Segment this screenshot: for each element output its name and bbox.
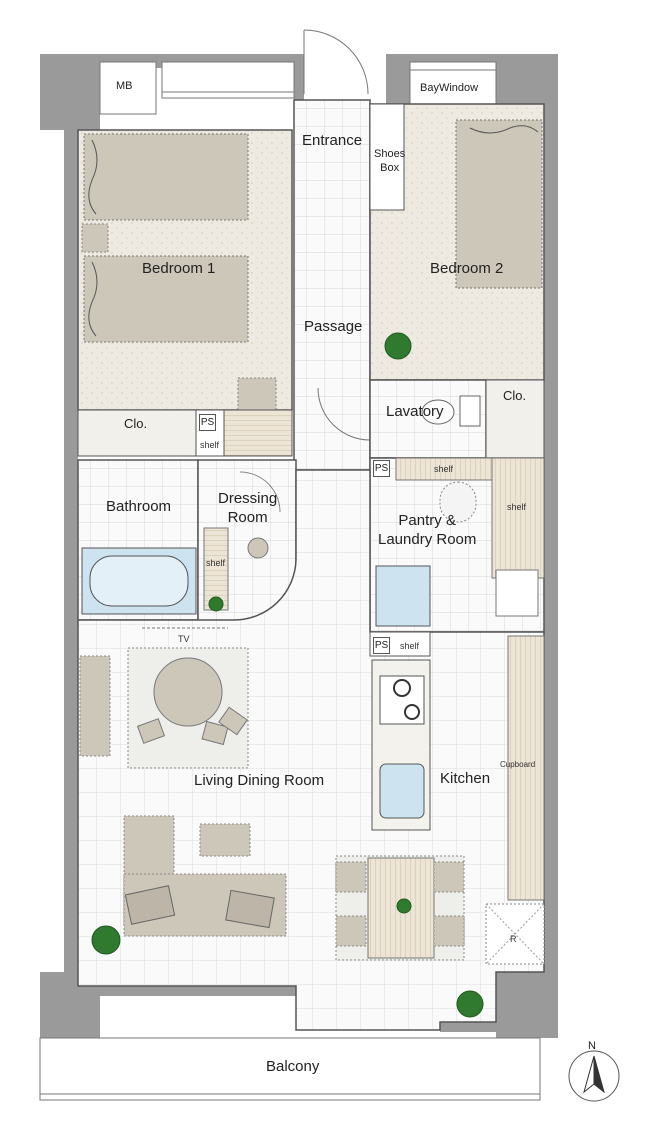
- north-label: N: [588, 1040, 596, 1052]
- bedroom-1: [77, 129, 293, 413]
- shelf-top-label: shelf: [434, 464, 454, 474]
- shoes-box-label: Shoes Box: [374, 148, 406, 174]
- bathroom: [77, 459, 199, 621]
- ps-box: PS: [373, 637, 390, 654]
- closet-left-label: Clo.: [124, 416, 148, 431]
- closet-left: [77, 409, 197, 457]
- bedroom-1-label: Bedroom 1: [142, 260, 216, 277]
- balcony: [39, 1037, 541, 1101]
- plant-icon: [91, 332, 484, 1018]
- entrance-label: Entrance: [302, 132, 363, 149]
- entrance-passage: [293, 29, 371, 531]
- shelf-right-label: shelf: [507, 502, 527, 512]
- dressing-room: [197, 459, 297, 623]
- cupboard-label: Cupboard: [500, 760, 536, 769]
- fridge-label: R: [510, 934, 517, 944]
- living-dining: [77, 469, 545, 1031]
- pantry-laundry: [369, 457, 545, 633]
- shelf-kitchen-label: shelf: [400, 641, 420, 651]
- outer-walls: [40, 54, 558, 1038]
- ps-box: PS: [373, 460, 390, 477]
- shelf-bedroom1-label: shelf: [200, 440, 220, 450]
- shelf-dressing-label: shelf: [206, 558, 226, 568]
- bedroom-2-label: Bedroom 2: [430, 260, 504, 277]
- closet-right-label: Clo.: [503, 388, 527, 403]
- tv-label: TV: [178, 634, 190, 644]
- balcony-label: Balcony: [266, 1058, 320, 1075]
- mb-label: MB: [116, 80, 133, 92]
- pantry-laundry-label: Pantry & Laundry Room: [378, 512, 477, 548]
- lavatory-label: Lavatory: [386, 403, 444, 420]
- closet-right: [485, 379, 545, 459]
- bay-window-label: BayWindow: [420, 82, 479, 94]
- ps-box: PS: [199, 414, 216, 431]
- passage-label: Passage: [304, 318, 363, 335]
- bathroom-label: Bathroom: [106, 498, 172, 515]
- compass: [568, 1050, 620, 1102]
- kitchen-label: Kitchen: [440, 770, 491, 787]
- mb-box: [99, 61, 157, 115]
- dressing-room-label: Dressing Room: [218, 490, 278, 526]
- living-dining-label: Living Dining Room: [194, 772, 325, 789]
